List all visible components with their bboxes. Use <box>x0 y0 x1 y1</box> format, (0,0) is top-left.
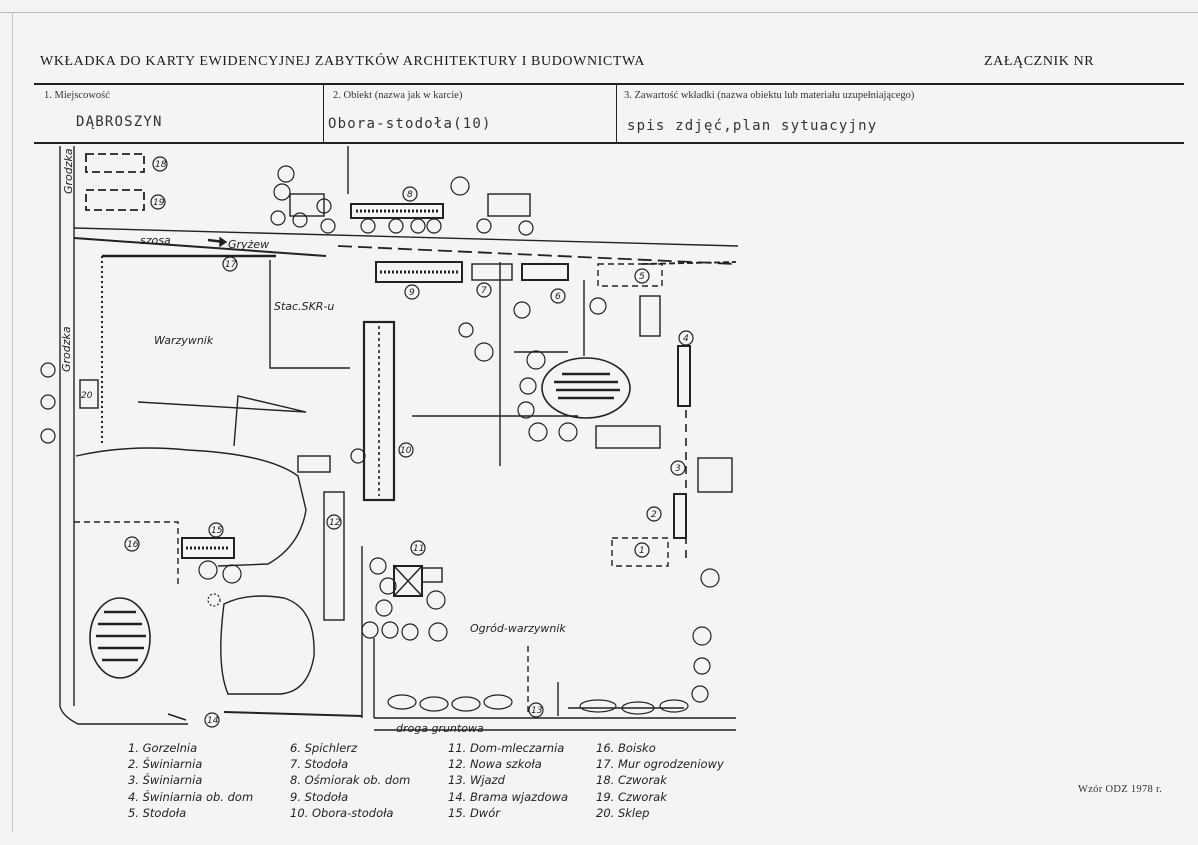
map-number-1: 1 <box>639 546 645 556</box>
map-label-kitchen-garden: Warzywnik <box>154 334 214 347</box>
map-number-16: 16 <box>127 540 139 550</box>
header-title: WKŁADKA DO KARTY EWIDENCYJNEJ ZABYTKÓW A… <box>40 54 645 69</box>
map-label-road-left-top: Grodzka <box>62 148 75 194</box>
map-label-road-top: szosa <box>140 234 171 247</box>
map-label-skr-station: Stac.SKR-u <box>274 300 334 313</box>
legend-column-4: 16. Boisko 17. Mur ogrodzeniowy 18. Czwo… <box>596 740 724 821</box>
map-number-14: 14 <box>207 716 219 726</box>
sheet-edge-left <box>12 12 13 832</box>
legend-item: 10. Obora-stodoła <box>290 805 394 820</box>
map-number-12: 12 <box>329 518 341 528</box>
map-label-road-destination: Gryżew <box>228 238 269 251</box>
map-number-4: 4 <box>683 334 689 344</box>
legend-item: 7. Stodoła <box>290 757 349 772</box>
site-plan: 1 2 3 4 5 6 7 8 9 10 11 12 13 14 15 16 1… <box>38 146 746 738</box>
field-value-contents: spis zdjęć,plan sytuacyjny <box>627 118 878 134</box>
legend-item: 4. Świniarnia ob. dom <box>128 789 254 804</box>
legend-item: 20. Sklep <box>596 805 650 820</box>
legend-item: 15. Dwór <box>448 805 500 820</box>
field-label-contents: 3. Zawartość wkładki (nazwa obiektu lub … <box>624 90 915 101</box>
map-number-11: 11 <box>413 544 424 554</box>
legend-item: 8. Ośmiorak ob. dom <box>290 773 411 788</box>
legend-item: 16. Boisko <box>596 741 656 755</box>
map-number-18: 18 <box>155 160 167 170</box>
map-label-road-left: Grodzka <box>60 326 73 372</box>
field-label-object: 2. Obiekt (nazwa jak w karcie) <box>333 90 463 101</box>
map-legend: 1. Gorzelnia 2. Świniarnia 3. Świniarnia… <box>128 740 748 824</box>
legend-item: 18. Czworak <box>596 773 667 788</box>
legend-item: 13. Wjazd <box>448 773 505 788</box>
legend-item: 9. Stodoła <box>290 789 349 804</box>
map-number-8: 8 <box>407 190 413 200</box>
legend-item: 14. Brama wjazdowa <box>448 789 568 804</box>
field-divider-2 <box>616 85 617 142</box>
form-template-note: Wzór ODZ 1978 r. <box>1078 784 1163 795</box>
legend-item: 11. Dom-mleczarnia <box>448 741 565 755</box>
map-label-dirt-road: droga gruntowa <box>396 722 484 735</box>
legend-item: 3. Świniarnia <box>128 773 203 788</box>
map-label-orchard: Ogród-warzywnik <box>470 622 566 635</box>
legend-item: 19. Czworak <box>596 789 667 804</box>
map-number-17: 17 <box>225 260 237 270</box>
sheet-edge-top <box>0 12 1198 13</box>
map-number-9: 9 <box>409 288 415 298</box>
field-label-location: 1. Miejscowość <box>44 90 110 101</box>
field-value-object: Obora-stodoła(10) <box>328 116 492 132</box>
legend-item: 17. Mur ogrodzeniowy <box>596 757 724 772</box>
field-value-location: DĄBROSZYN <box>76 114 163 130</box>
legend-item: 6. Spichlerz <box>290 741 358 755</box>
legend-item: 12. Nowa szkoła <box>448 757 542 772</box>
site-plan-drawing: 1 2 3 4 5 6 7 8 9 10 11 12 13 14 15 16 1… <box>40 146 739 735</box>
legend-column-3: 11. Dom-mleczarnia 12. Nowa szkoła 13. W… <box>448 740 568 821</box>
legend-column-1: 1. Gorzelnia 2. Świniarnia 3. Świniarnia… <box>128 740 253 821</box>
field-divider-1 <box>323 85 324 142</box>
map-number-6: 6 <box>555 292 561 302</box>
map-number-7: 7 <box>481 286 487 296</box>
map-number-20: 20 <box>81 391 93 401</box>
map-number-5: 5 <box>639 272 645 282</box>
legend-item: 1. Gorzelnia <box>128 741 198 755</box>
map-number-19: 19 <box>153 198 165 208</box>
attachment-number-label: ZAŁĄCZNIK NR <box>984 54 1095 69</box>
map-number-15: 15 <box>211 526 223 536</box>
legend-column-2: 6. Spichlerz 7. Stodoła 8. Ośmiorak ob. … <box>290 740 410 821</box>
header-rule-bottom <box>34 142 1184 144</box>
header-rule-top <box>34 83 1184 85</box>
map-number-3: 3 <box>675 464 681 474</box>
map-number-10: 10 <box>400 446 412 456</box>
legend-item: 2. Świniarnia <box>128 757 203 772</box>
map-number-13: 13 <box>531 706 543 716</box>
legend-item: 5. Stodoła <box>128 805 187 820</box>
map-number-2: 2 <box>651 510 657 520</box>
